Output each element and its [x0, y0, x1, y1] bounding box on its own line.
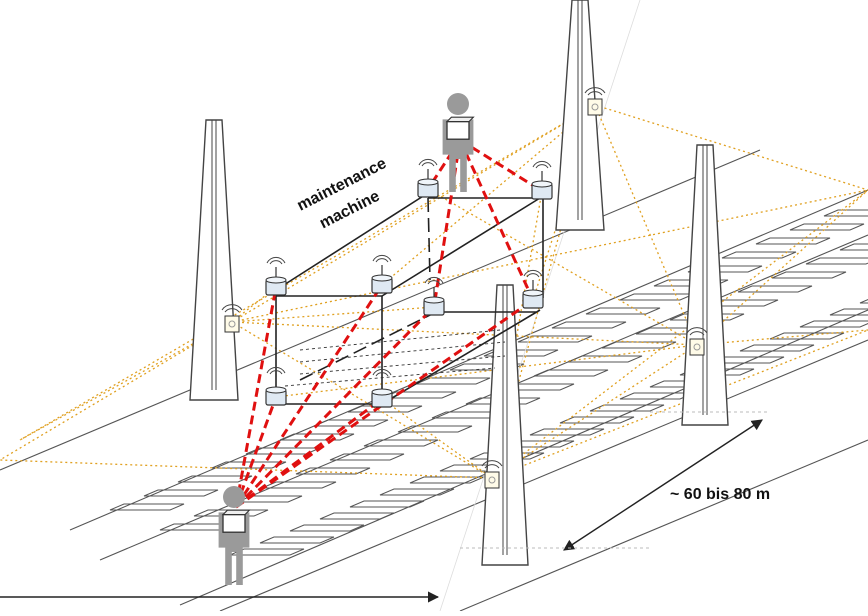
- sleeper: [823, 209, 868, 217]
- wall-mounted-antenna-icon: [481, 460, 503, 489]
- sleeper: [379, 488, 455, 496]
- sleeper: [517, 335, 593, 343]
- sleeper: [295, 467, 371, 475]
- infrastructure-link: [0, 459, 493, 479]
- sleeper: [143, 489, 219, 497]
- sleeper: [769, 332, 845, 340]
- wall-mounted-antenna-icon: [584, 87, 606, 116]
- wall-mounted-antenna-icon: [686, 327, 708, 356]
- sleeper: [363, 439, 439, 447]
- ranging-link: [235, 298, 534, 509]
- sleeper: [349, 500, 425, 508]
- machine-node-group: [265, 158, 553, 408]
- sleeper: [585, 307, 661, 315]
- radio-node-icon: [423, 276, 445, 316]
- radio-node-icon: [265, 366, 287, 406]
- infrastructure-link: [231, 104, 596, 323]
- infrastructure-link: [491, 344, 698, 479]
- catenary-mast: [189, 119, 239, 401]
- sleeper: [289, 524, 365, 532]
- maintenance-machine-frame: [275, 192, 544, 405]
- infrastructure-links: [0, 104, 868, 479]
- sleeper: [589, 404, 665, 412]
- wall-mounted-antenna-icon: [221, 304, 243, 333]
- ranging-link: [234, 286, 278, 508]
- radio-node-icon: [522, 269, 544, 309]
- radio-node-icon: [371, 254, 393, 294]
- sleeper: [799, 320, 868, 328]
- machine-label: maintenance machine: [294, 155, 389, 232]
- sleeper: [533, 369, 609, 377]
- infrastructure-link: [696, 189, 868, 346]
- maintenance-machine-hidden-lines: [284, 329, 506, 387]
- catenary-mast: [681, 144, 729, 426]
- sleeper: [551, 321, 627, 329]
- infrastructure-link: [491, 190, 543, 479]
- catenary-mast: [555, 0, 605, 231]
- infrastructure-link: [231, 306, 435, 323]
- infrastructure-link: [594, 104, 698, 346]
- infrastructure-link: [491, 189, 868, 479]
- ranging-link: [458, 139, 535, 301]
- radio-node-icon: [417, 158, 439, 198]
- radio-node-icon: [265, 256, 287, 296]
- sleeper: [559, 416, 635, 424]
- worker-group: [218, 93, 475, 585]
- sleeper: [739, 344, 815, 352]
- sleeper: [415, 377, 491, 385]
- infrastructure-link: [594, 104, 868, 191]
- worker-person-icon: [218, 486, 251, 585]
- sleeper: [805, 257, 868, 265]
- infrastructure-link: [275, 344, 698, 398]
- infrastructure-link: [381, 398, 493, 479]
- radio-node-icon: [531, 160, 553, 200]
- infrastructure-link: [427, 188, 698, 346]
- sleeper: [211, 461, 287, 469]
- infrastructure-link: [19, 104, 596, 441]
- sleeper: [397, 425, 473, 433]
- sleeper: [737, 285, 813, 293]
- sleeper: [829, 308, 868, 316]
- sleeper: [279, 433, 355, 441]
- ranging-link: [459, 138, 543, 193]
- sleeper: [859, 299, 868, 304]
- catenary-mast: [481, 284, 529, 566]
- infrastructure-link: [381, 104, 596, 286]
- sleeper: [789, 223, 865, 231]
- sleeper: [329, 453, 405, 461]
- sleeper: [771, 271, 847, 279]
- sleeper: [109, 503, 185, 511]
- infrastructure-link: [231, 189, 868, 323]
- distance-label: ~ 60 bis 80 m: [670, 486, 770, 503]
- sleeper: [721, 251, 797, 259]
- sleeper: [755, 237, 831, 245]
- sleeper: [619, 293, 695, 301]
- infrastructure-link: [696, 329, 868, 346]
- infrastructure-link: [231, 321, 698, 346]
- sleeper: [839, 243, 868, 251]
- sleeper: [259, 536, 335, 544]
- radio-node-icon: [371, 368, 393, 408]
- distance-dimension: [460, 411, 770, 551]
- ranging-link: [234, 284, 384, 508]
- mast-group: [189, 0, 729, 566]
- ranging-link: [234, 305, 436, 509]
- infrastructure-link: [491, 329, 868, 479]
- ranging-link: [235, 397, 383, 509]
- worker-person-icon: [442, 93, 475, 192]
- ranging-link: [234, 396, 278, 508]
- sleeper: [177, 475, 253, 483]
